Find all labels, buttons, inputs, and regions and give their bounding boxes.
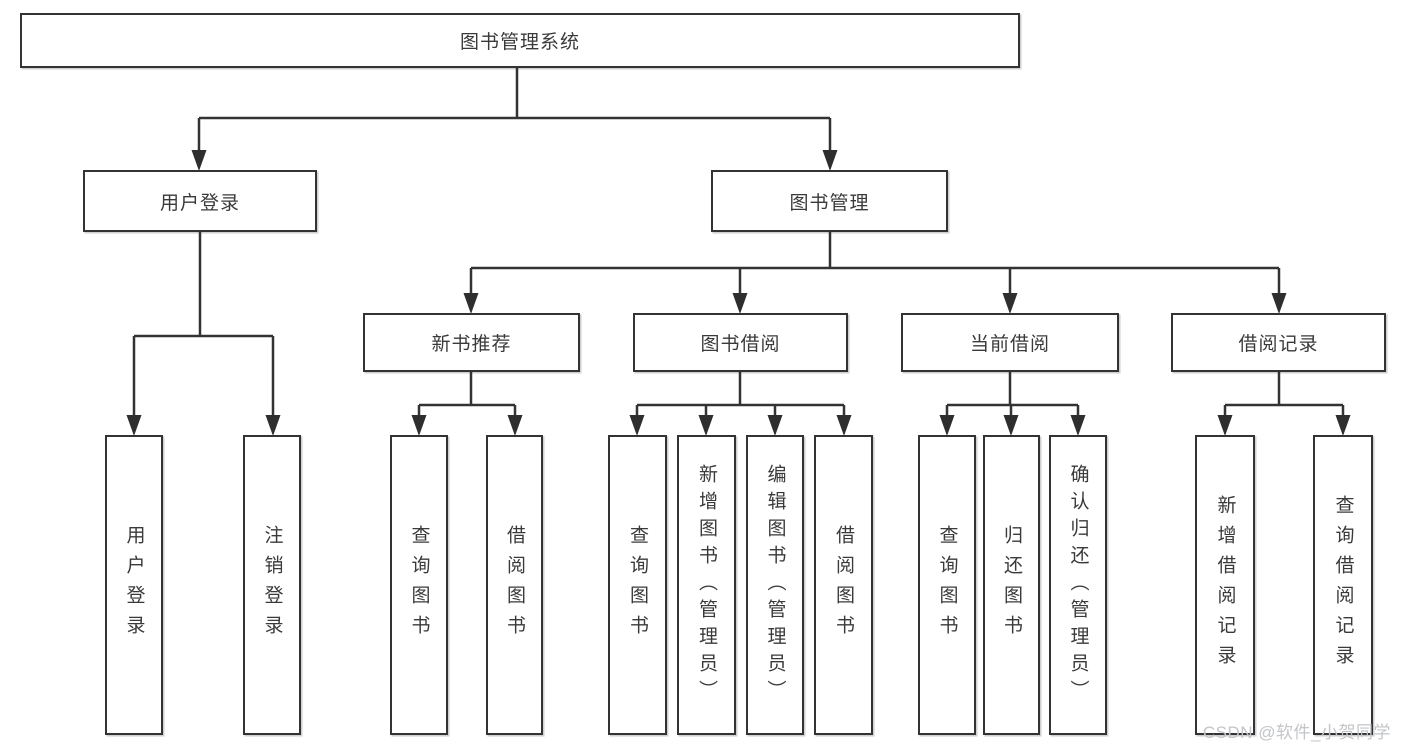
node-book-management-label: 图书管理 [789,192,870,214]
leaf-query-book-2: 查询图书 [608,435,667,735]
node-book-management: 图书管理 [711,170,948,232]
leaf-add-book-admin-label: 新增图书（管理员） [696,463,717,707]
leaf-borrow-book-1-label: 借阅图书 [504,525,525,645]
leaf-query-borrow-record-label: 查询借阅记录 [1332,495,1354,675]
node-borrow-record: 借阅记录 [1171,313,1386,372]
leaf-user-login-label: 用户登录 [123,525,145,645]
leaf-borrow-book-2: 借阅图书 [814,435,873,735]
node-user-login: 用户登录 [83,170,317,232]
leaf-borrow-book-2-label: 借阅图书 [833,525,854,645]
node-book-borrow-label: 图书借阅 [700,334,781,355]
node-current-borrow: 当前借阅 [901,313,1119,372]
node-new-book-recommend-label: 新书推荐 [431,334,512,355]
leaf-add-borrow-record-label: 新增借阅记录 [1214,495,1236,675]
leaf-borrow-book-1: 借阅图书 [486,435,543,735]
leaf-add-book-admin: 新增图书（管理员） [677,435,736,735]
node-user-login-label: 用户登录 [159,192,240,214]
leaf-logout: 注销登录 [243,435,301,735]
leaf-query-book-3: 查询图书 [918,435,976,735]
leaf-confirm-return-admin-label: 确认归还（管理员） [1067,463,1089,707]
leaf-return-book-label: 归还图书 [1001,525,1022,645]
leaf-logout-label: 注销登录 [261,525,283,645]
node-current-borrow-label: 当前借阅 [969,334,1050,355]
node-borrow-record-label: 借阅记录 [1238,334,1319,355]
leaf-query-book-3-label: 查询图书 [936,525,958,645]
node-book-borrow: 图书借阅 [633,313,848,372]
leaf-query-book-1-label: 查询图书 [408,525,430,645]
leaf-return-book: 归还图书 [983,435,1040,735]
leaf-query-book-2-label: 查询图书 [627,525,648,645]
leaf-query-book-1: 查询图书 [390,435,448,735]
node-root-label: 图书管理系统 [459,32,580,53]
leaf-edit-book-admin-label: 编辑图书（管理员） [764,463,786,707]
leaf-confirm-return-admin: 确认归还（管理员） [1049,435,1107,735]
leaf-query-borrow-record: 查询借阅记录 [1313,435,1373,735]
leaf-user-login: 用户登录 [105,435,163,735]
node-new-book-recommend: 新书推荐 [363,313,580,372]
leaf-add-borrow-record: 新增借阅记录 [1195,435,1255,735]
leaf-edit-book-admin: 编辑图书（管理员） [746,435,804,735]
node-root-system: 图书管理系统 [20,13,1020,68]
